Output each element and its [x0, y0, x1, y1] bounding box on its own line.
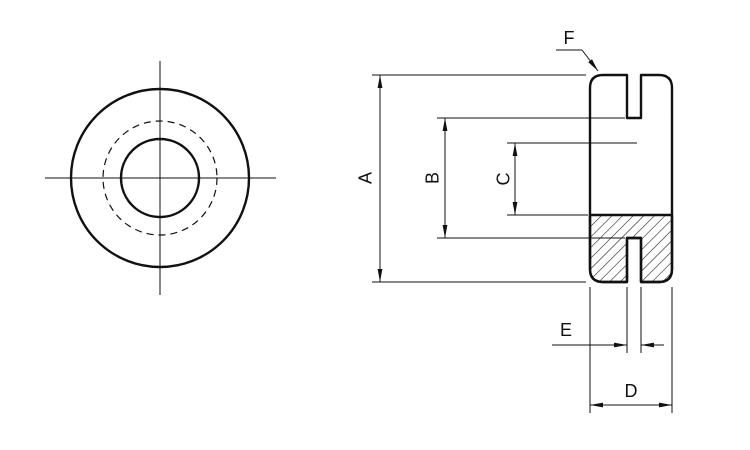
front-view: [45, 61, 276, 295]
section-hatch-area: [588, 213, 674, 284]
dimension-b: B: [422, 117, 625, 239]
dim-a-label: A: [355, 172, 375, 184]
dimension-e: E: [552, 287, 664, 353]
side-view: [588, 73, 674, 284]
outer-diameter-circle: [69, 87, 251, 269]
dim-b-label: B: [422, 172, 442, 184]
dim-d-label: D: [625, 381, 638, 401]
dim-e-label: E: [560, 320, 572, 340]
dimension-d: D: [589, 287, 673, 413]
bore-diameter-circle: [119, 137, 201, 219]
dimension-a: A: [355, 74, 586, 283]
dimension-c: C: [493, 142, 637, 216]
dim-f-leader: [581, 49, 599, 72]
dim-f-label: F: [564, 28, 575, 48]
dim-c-label: C: [493, 173, 513, 186]
groove-diameter-circle-hidden: [102, 120, 218, 236]
callout-f: F: [556, 28, 599, 72]
